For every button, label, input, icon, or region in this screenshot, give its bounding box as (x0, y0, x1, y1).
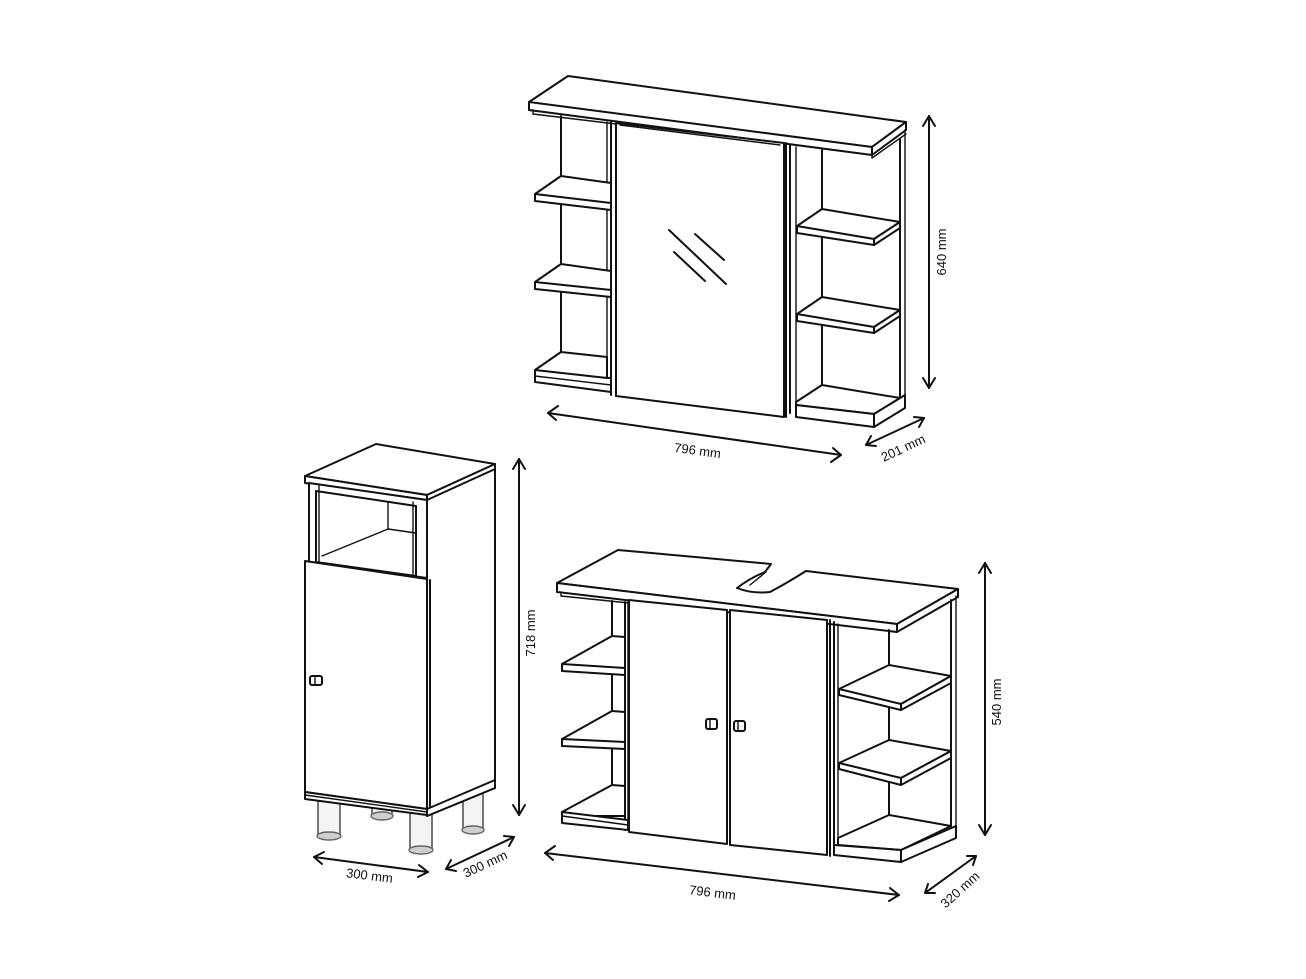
vanity-width-label: 796 mm (688, 882, 736, 903)
vanity-depth-label: 320 mm (938, 868, 983, 911)
side-width-label: 300 mm (345, 865, 393, 886)
vanity-cabinet-drawing (556, 549, 959, 863)
side-depth-label: 300 mm (461, 847, 510, 880)
side-cabinet-drawing (304, 443, 496, 855)
side-cabinet-handle (309, 675, 323, 686)
vanity-height-label: 540 mm (989, 679, 1004, 726)
side-height-label: 718 mm (523, 610, 538, 657)
vanity-door-handle-left (705, 718, 718, 730)
side-cabinet-dimensions (313, 458, 526, 878)
mirror-height-label: 640 mm (934, 229, 949, 276)
vanity-dimensions (544, 562, 992, 902)
vanity-door-handle-right (733, 720, 746, 732)
mirror-width-label: 796 mm (673, 440, 722, 461)
mirror-cabinet-drawing (528, 75, 907, 428)
mirror-dimensions (547, 115, 936, 463)
